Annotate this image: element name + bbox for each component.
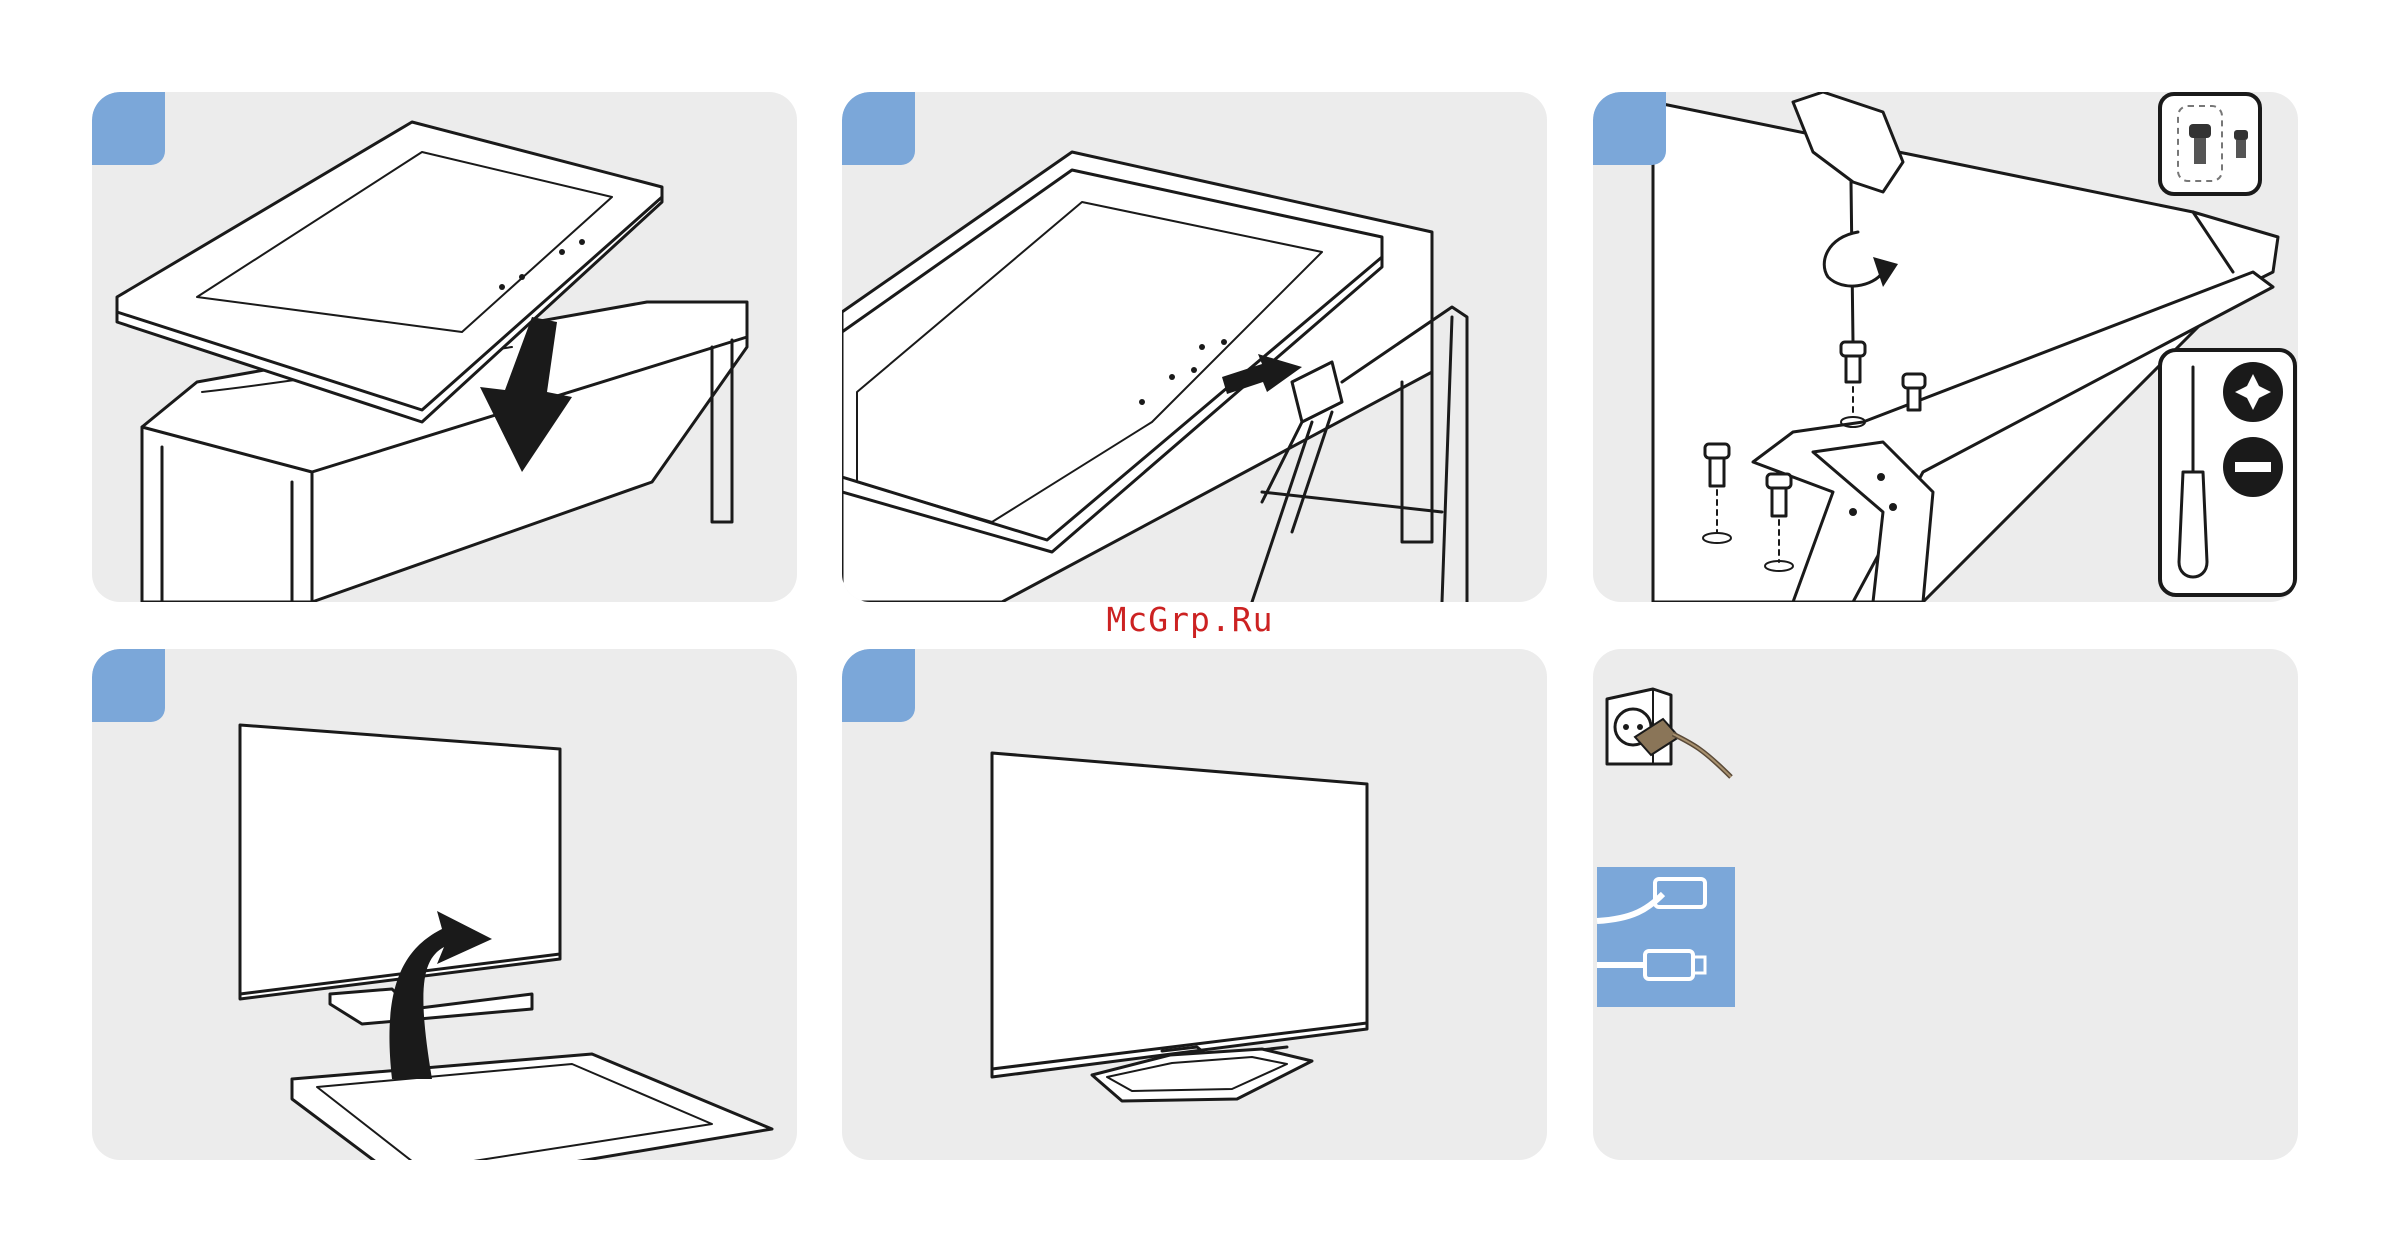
step-2-panel bbox=[842, 92, 1547, 602]
scart-hdmi-icon bbox=[1597, 867, 1735, 1007]
step-4-panel bbox=[92, 649, 797, 1160]
step-badge bbox=[1593, 92, 1666, 165]
step-5-panel bbox=[842, 649, 1547, 1160]
stand-insertion-illustration bbox=[842, 92, 1547, 602]
step-badge bbox=[842, 92, 915, 165]
step-3-panel bbox=[1593, 92, 2298, 602]
step-badge bbox=[842, 649, 915, 722]
tv-on-stand-illustration bbox=[842, 649, 1547, 1160]
screw-inset bbox=[2160, 94, 2260, 194]
screw-fastening-illustration bbox=[1593, 92, 2298, 602]
watermark: McGrp.Ru bbox=[1040, 600, 1340, 639]
step-badge bbox=[92, 92, 165, 165]
connections-panel bbox=[1593, 649, 2298, 1160]
power-socket-icon bbox=[1607, 689, 1731, 777]
tv-face-down-illustration bbox=[92, 92, 797, 602]
step-1-panel bbox=[92, 92, 797, 602]
phillips-screwdriver-icon bbox=[2160, 350, 2295, 595]
tv-lift-illustration bbox=[92, 649, 797, 1160]
step-badge bbox=[92, 649, 165, 722]
connections-illustration bbox=[1593, 649, 2298, 1160]
